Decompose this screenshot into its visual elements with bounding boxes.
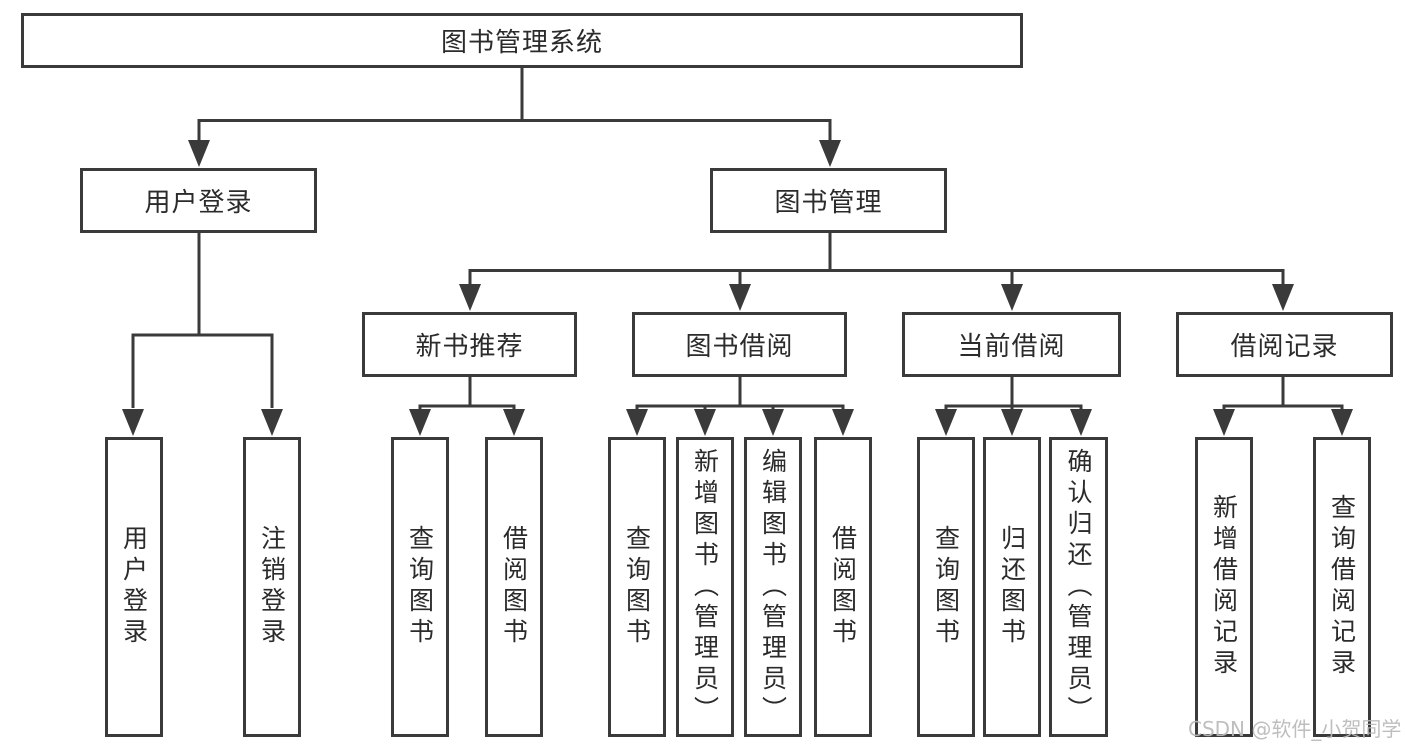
leaf-label: 借阅图书 bbox=[828, 525, 858, 649]
csdn-watermark: CSDN @软件_小贺同学 bbox=[1188, 717, 1402, 741]
leaf-label: 归还图书 bbox=[997, 525, 1027, 649]
leaf-label: 查询借阅记录 bbox=[1327, 494, 1357, 680]
leaf-add-borrow-record: 新增借阅记录 bbox=[1195, 437, 1253, 737]
arrowheads bbox=[122, 140, 1353, 436]
leaf-add-book-admin: 新增图书（管理员） bbox=[676, 437, 734, 737]
leaf-borrow-book-1: 借阅图书 bbox=[485, 437, 543, 737]
node-new-book-recommend: 新书推荐 bbox=[362, 312, 577, 377]
node-label: 图书管理系统 bbox=[440, 28, 603, 58]
leaf-label: 编辑图书（管理员） bbox=[758, 447, 788, 727]
node-root-library-management-system: 图书管理系统 bbox=[21, 13, 1023, 68]
leaf-user-login: 用户登录 bbox=[105, 437, 163, 737]
leaf-confirm-return-admin: 确认归还（管理员） bbox=[1049, 437, 1108, 737]
leaf-query-borrow-record: 查询借阅记录 bbox=[1313, 437, 1371, 737]
node-book-management: 图书管理 bbox=[710, 168, 947, 233]
node-label: 图书管理 bbox=[774, 188, 883, 218]
leaf-label: 用户登录 bbox=[119, 525, 149, 649]
leaf-label: 借阅图书 bbox=[499, 525, 529, 649]
leaf-return-book: 归还图书 bbox=[983, 437, 1041, 737]
node-book-borrow: 图书借阅 bbox=[632, 312, 847, 377]
node-current-borrow: 当前借阅 bbox=[902, 312, 1121, 377]
leaf-borrow-book-2: 借阅图书 bbox=[814, 437, 872, 737]
leaf-label: 查询图书 bbox=[931, 525, 961, 649]
leaf-label: 新增借阅记录 bbox=[1209, 494, 1239, 680]
node-label: 图书借阅 bbox=[685, 332, 794, 362]
leaf-label: 确认归还（管理员） bbox=[1064, 447, 1093, 727]
leaf-query-book-1: 查询图书 bbox=[391, 437, 449, 737]
node-label: 借阅记录 bbox=[1230, 332, 1339, 362]
leaf-label: 查询图书 bbox=[622, 525, 652, 649]
node-label: 新书推荐 bbox=[415, 332, 524, 362]
node-label: 用户登录 bbox=[144, 188, 253, 218]
leaf-label: 新增图书（管理员） bbox=[690, 447, 720, 727]
node-label: 当前借阅 bbox=[957, 332, 1066, 362]
node-borrow-record: 借阅记录 bbox=[1176, 312, 1393, 377]
leaf-edit-book-admin: 编辑图书（管理员） bbox=[744, 437, 802, 737]
node-user-login: 用户登录 bbox=[80, 168, 317, 233]
leaf-query-book-2: 查询图书 bbox=[608, 437, 666, 737]
leaf-label: 注销登录 bbox=[257, 525, 287, 649]
leaf-label: 查询图书 bbox=[405, 525, 435, 649]
leaf-logout: 注销登录 bbox=[243, 437, 301, 737]
tree-edges bbox=[131, 68, 1344, 411]
leaf-query-book-3: 查询图书 bbox=[917, 437, 975, 737]
